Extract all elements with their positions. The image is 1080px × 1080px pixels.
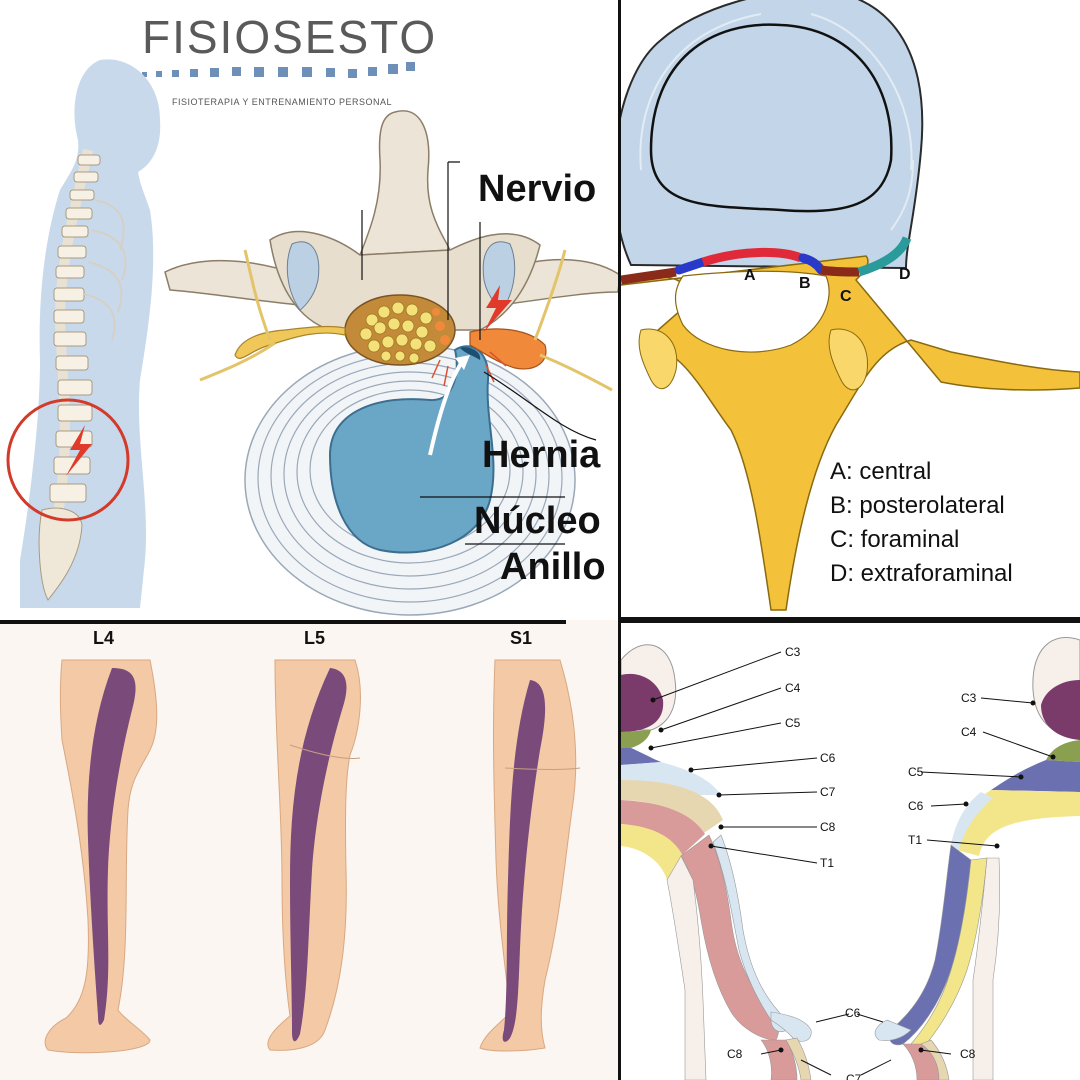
arms-illustration <box>621 620 1080 1080</box>
label-hernia: Hernia <box>482 434 601 476</box>
left-label-c4: C4 <box>785 681 801 695</box>
right-arm-t1 <box>957 790 1080 856</box>
sacrum <box>38 507 83 601</box>
label-nerve: Nervio <box>478 168 597 210</box>
horizontal-divider-right <box>621 617 1080 620</box>
vertical-divider <box>618 0 621 1080</box>
label-ring: Anillo <box>500 546 606 588</box>
left-label-c5: C5 <box>785 716 801 730</box>
spinous-process <box>358 110 452 256</box>
leg-title-s1: S1 <box>510 628 533 648</box>
arm-dermatomes-panel: C3 C4 C5 C6 C7 C8 T1 C3 C4 C5 C6 T1 C6 C… <box>621 620 1080 1080</box>
zone-label-a: A <box>744 267 756 284</box>
leg-s1 <box>479 659 581 1052</box>
zone-arc-foraminal-left <box>621 267 677 285</box>
vertebra-zones-panel: A B C D A: central B: posterolateral C: … <box>621 0 1080 617</box>
label-nucleus: Núcleo <box>474 500 601 542</box>
left-arm-c8 <box>621 800 705 856</box>
legend-posterolateral: B: posterolateral <box>830 492 1005 519</box>
pain-bolt-icon <box>66 425 92 476</box>
right-label-c3: C3 <box>961 691 977 705</box>
legs-illustration <box>0 620 581 1054</box>
leg-title-l5: L5 <box>304 628 326 648</box>
left-label-c6: C6 <box>820 751 836 765</box>
vertebra-illustration <box>621 0 1080 611</box>
nucleus <box>328 345 495 554</box>
zone-arc-central <box>701 247 803 267</box>
hand-label-c8-left: C8 <box>727 1047 743 1061</box>
hand-label-c8-right: C8 <box>960 1047 976 1061</box>
legend-foraminal: C: foraminal <box>830 526 960 553</box>
right-label-c4: C4 <box>961 725 977 739</box>
left-label-c7: C7 <box>820 785 836 799</box>
right-label-c6: C6 <box>908 799 924 813</box>
left-nerve-root <box>234 325 346 359</box>
legend-extraforaminal: D: extraforaminal <box>830 560 1013 587</box>
zone-label-c: C <box>840 288 852 305</box>
left-arm-t1 <box>621 824 683 880</box>
hernia-panel: FISIOSESTO FISIOTERAPIA Y ENTRENAMIENTO … <box>0 0 618 617</box>
hand-label-c7: C7 <box>846 1072 862 1080</box>
hernia-arrow <box>428 360 464 456</box>
zone-arc-posterolateral-right <box>798 253 826 275</box>
leg-dermatomes-panel: L4 L5 S1 <box>0 620 618 1080</box>
spinal-canal <box>674 270 830 353</box>
zone-arc-foraminal-right <box>820 265 860 277</box>
zone-label-b: B <box>799 275 811 292</box>
right-arm-c6 <box>951 792 993 850</box>
right-nerve-root <box>469 328 547 370</box>
leg-l5 <box>267 659 361 1051</box>
zone-label-d: D <box>899 266 911 283</box>
hernia-illustration <box>6 59 618 616</box>
left-arm-c7 <box>621 780 723 835</box>
left-label-c3: C3 <box>785 645 801 659</box>
left-label-t1: T1 <box>820 856 835 870</box>
zone-arc-extraforaminal <box>857 236 912 277</box>
leg-l4 <box>44 659 158 1054</box>
left-label-c8: C8 <box>820 820 836 834</box>
leg-title-l4: L4 <box>93 628 115 648</box>
legend-central: A: central <box>830 458 932 485</box>
brand-dots-decoration <box>142 62 415 78</box>
zone-arc-posterolateral-left <box>674 257 708 275</box>
hand-label-c6: C6 <box>845 1006 861 1020</box>
brand-name: FISIOSESTO <box>142 11 438 63</box>
pain-highlight-circle <box>6 398 130 522</box>
nerve-pain-bolt-icon <box>484 285 512 332</box>
right-label-c5: C5 <box>908 765 924 779</box>
brand-tagline: FISIOTERAPIA Y ENTRENAMIENTO PERSONAL <box>172 97 393 107</box>
right-label-t1: T1 <box>908 833 923 847</box>
